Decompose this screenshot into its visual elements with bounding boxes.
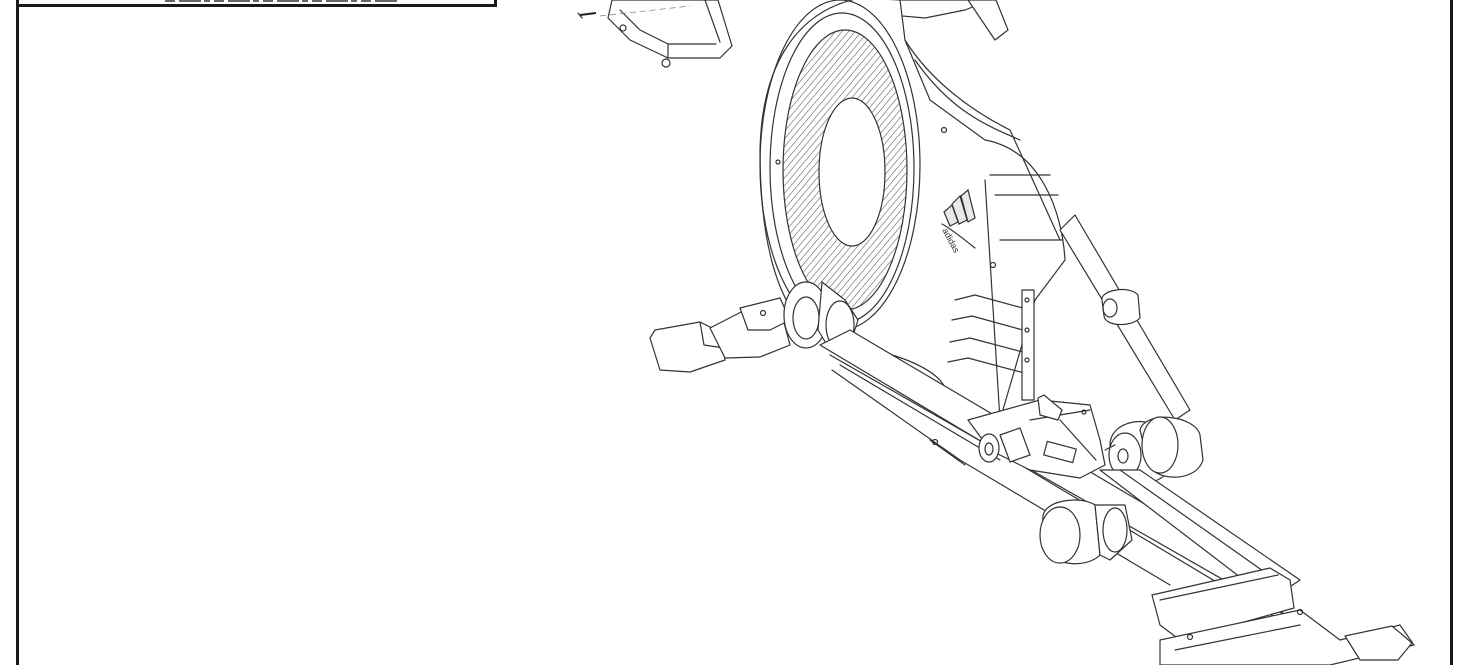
side-vents: [947, 289, 1035, 401]
rear-roller: [1104, 416, 1204, 484]
screw-icon: [577, 12, 597, 19]
slider-carriage: [967, 394, 1106, 479]
page-frame: [16, 0, 1453, 665]
rear-arm: [1059, 214, 1191, 421]
adidas-logo: adidas: [940, 188, 976, 255]
console-cover-part: [599, 0, 733, 68]
main-rail: [819, 329, 1291, 621]
front-stabilizer: [649, 281, 859, 373]
top-callout-box: [16, 0, 497, 7]
front-roller: [1039, 499, 1133, 565]
flywheel-housing: [759, 0, 1066, 421]
rear-stabilizer: [1151, 567, 1415, 665]
